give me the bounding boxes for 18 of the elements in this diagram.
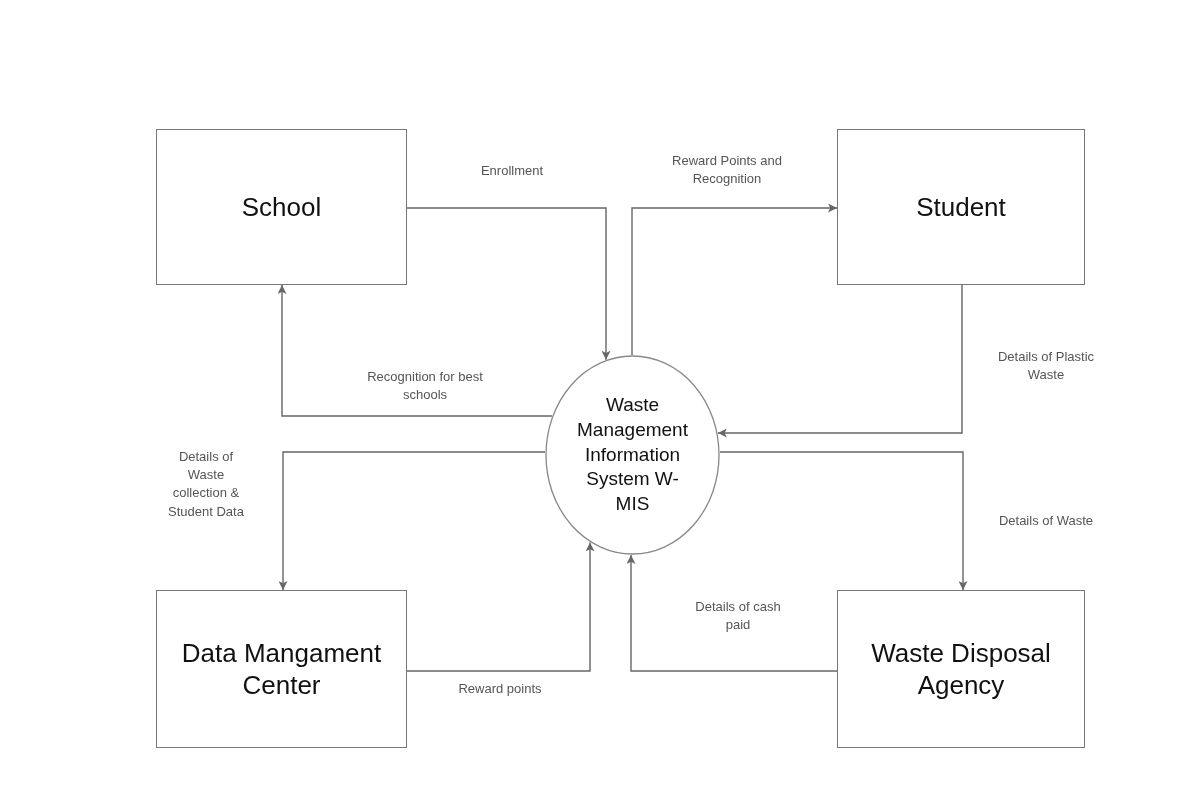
- arrow: [406, 541, 595, 672]
- entity-box: [837, 590, 1085, 748]
- node-label: Waste Management Information System W-MIS: [576, 393, 689, 517]
- arrow: [277, 284, 553, 417]
- entity-box: [156, 590, 407, 748]
- process-ellipse: [545, 355, 720, 555]
- entity-box: [837, 129, 1085, 285]
- arrow: [406, 207, 611, 361]
- arrow: [278, 451, 546, 591]
- arrow: [717, 284, 963, 438]
- node-label: Waste Disposal Agency: [870, 636, 1052, 702]
- arrow: [719, 451, 968, 591]
- arrow: [626, 554, 838, 672]
- arrow: [631, 203, 838, 356]
- node-label: School: [241, 190, 322, 224]
- node-label: Data Mangament Center: [180, 636, 383, 702]
- node-label: Student: [916, 190, 1006, 224]
- entity-box: [156, 129, 407, 285]
